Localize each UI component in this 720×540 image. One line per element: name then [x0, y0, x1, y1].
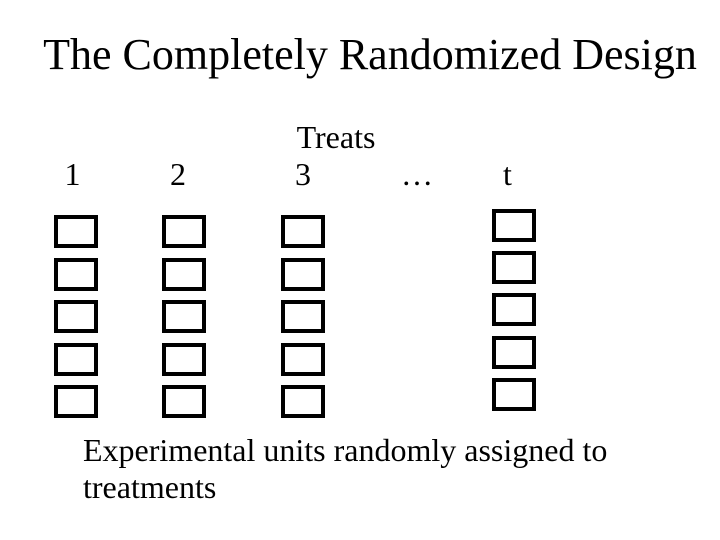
experimental-unit-box [492, 251, 536, 284]
experimental-unit-box [492, 336, 536, 369]
experimental-unit-box [54, 258, 98, 291]
treatment-column-label: 3 [295, 156, 311, 192]
experimental-unit-box [281, 343, 325, 376]
experimental-unit-box [281, 300, 325, 333]
treatment-column-label: 2 [170, 156, 186, 192]
experimental-unit-box [162, 215, 206, 248]
experimental-unit-box [54, 385, 98, 418]
experimental-unit-box [281, 385, 325, 418]
experimental-unit-box [54, 300, 98, 333]
treatment-column-label: … [401, 156, 433, 192]
experimental-unit-box [281, 258, 325, 291]
experimental-unit-box [492, 293, 536, 326]
treatment-column-label: 1 [64, 156, 81, 192]
treatments-group-label: Treats [296, 119, 376, 155]
experimental-unit-box [162, 385, 206, 418]
experimental-unit-box [162, 343, 206, 376]
experimental-unit-box [492, 209, 536, 242]
slide-title: The Completely Randomized Design [43, 30, 697, 79]
caption-text: Experimental units randomly assigned to … [83, 432, 608, 505]
experimental-unit-box [281, 215, 325, 248]
experimental-unit-box [492, 378, 536, 411]
experimental-unit-box [162, 258, 206, 291]
experimental-unit-box [162, 300, 206, 333]
experimental-unit-box [54, 343, 98, 376]
treatment-column-label: t [503, 156, 512, 192]
experimental-unit-box [54, 215, 98, 248]
